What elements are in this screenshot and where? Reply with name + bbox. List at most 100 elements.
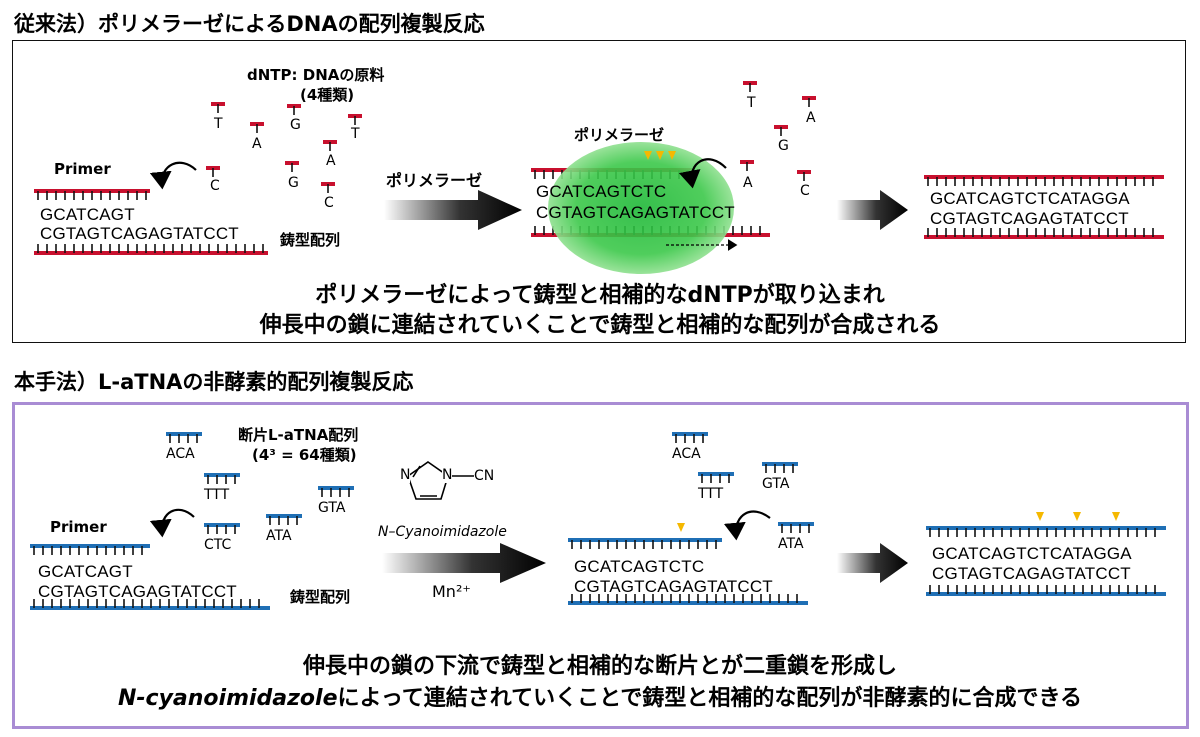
fragment-right-GTA: GTA xyxy=(762,476,790,492)
ligation-markers-bottom xyxy=(677,512,1120,532)
dntp-monomer-2 xyxy=(287,104,301,115)
metal-ion-label: Mn²⁺ xyxy=(432,582,471,601)
dntp-right-A2: A xyxy=(743,175,753,191)
trimer-ACA xyxy=(166,432,202,443)
mid-template-strand-bottom xyxy=(568,594,808,605)
dntp-monomer-7 xyxy=(321,182,335,193)
final-top-seq-bottom: GCATCAGTCTCATAGGA xyxy=(932,544,1132,563)
caption-line2-rest: によって連結されていくことで鋳型と相補的な配列が非酵素的に合成できる xyxy=(337,686,1082,711)
dntp-monomer-right-2 xyxy=(774,125,788,136)
template-seq-top: CGTAGTCAGAGTATCCT xyxy=(40,224,239,243)
dntp-monomer-3 xyxy=(348,114,362,125)
fragment-right-TTT: TTT xyxy=(698,486,724,502)
curved-arrow-bottom-left xyxy=(149,508,195,538)
caption-reagent-name: N-cyanoimidazole xyxy=(117,686,338,711)
primer-seq-bottom: GCATCAGT xyxy=(38,562,133,581)
curved-arrow-top-mid xyxy=(678,158,727,189)
template-seq-bottom: CGTAGTCAGAGTATCCT xyxy=(38,582,237,601)
dntp-monomer-right-0 xyxy=(743,81,757,92)
trimer-ATA xyxy=(266,514,302,525)
dntp-label-line2: (4種類) xyxy=(300,86,355,104)
primer-strand-top xyxy=(34,189,150,200)
dntp-monomer-5 xyxy=(206,166,220,177)
curved-arrow-bottom-mid xyxy=(723,510,771,541)
top-caption-line2: 伸長中の鎖に連結されていくことで鋳型と相補的な配列が合成される xyxy=(259,313,941,338)
trimer-GTA xyxy=(318,486,354,497)
trimer-CTC xyxy=(204,523,240,534)
cyanoimidazole-structure xyxy=(407,461,474,500)
primer-seq-top: GCATCAGT xyxy=(40,205,135,224)
dntp-monomer-1 xyxy=(250,122,264,133)
curved-arrow-top-left xyxy=(149,161,197,190)
trimer-right-GTA xyxy=(762,462,798,473)
dntp-right-C: C xyxy=(800,183,810,199)
final-top-seq-top: GCATCAGTCTCATAGGA xyxy=(930,189,1130,208)
fragment-CTC: CTC xyxy=(204,537,232,553)
top-caption-line1: ポリメラーゼによって鋳型と相補的なdNTPが取り込まれ xyxy=(315,283,885,308)
dntp-right-A1: A xyxy=(806,110,816,126)
fragment-label-line2: (4³ = 64種類) xyxy=(252,446,357,464)
dntp-monomer-right-1 xyxy=(802,96,816,107)
dntp-right-T: T xyxy=(747,95,756,111)
dntp-monomer-4 xyxy=(323,140,337,151)
fragment-ACA: ACA xyxy=(166,446,195,462)
mid-template-seq-bottom: CGTAGTCAGAGTATCCT xyxy=(574,577,773,596)
template-label-top: 鋳型配列 xyxy=(280,231,341,249)
bottom-caption-line2: N-cyanoimidazoleによって連結されていくことで鋳型と相補的な配列が… xyxy=(0,680,1200,712)
cyano-group-label: CN xyxy=(474,468,495,484)
primer-label-bottom: Primer xyxy=(50,518,107,536)
dntp-G-1: G xyxy=(290,117,301,133)
template-label-bottom: 鋳型配列 xyxy=(290,588,351,606)
arrow-label-polymerase: ポリメラーゼ xyxy=(386,171,483,190)
reagent-name-label: N–Cyanoimidazole xyxy=(378,524,507,540)
new-method-panel xyxy=(12,402,1189,729)
dntp-A-2: A xyxy=(326,153,336,169)
dntp-C-1: C xyxy=(210,178,220,194)
dntp-monomer-right-3 xyxy=(740,160,754,171)
primer-label-top: Primer xyxy=(54,160,111,178)
dntp-A-1: A xyxy=(252,136,262,152)
dntp-monomer-0 xyxy=(211,102,225,113)
mid-primer-strand-bottom xyxy=(568,538,722,549)
ligation-markers-top xyxy=(644,151,676,160)
mid-primer-seq-bottom: GCATCAGTCTC xyxy=(574,557,705,576)
final-bottom-seq-bottom: CGTAGTCAGAGTATCCT xyxy=(932,564,1131,583)
imidazole-n2-label: N xyxy=(442,467,453,483)
fragment-right-ACA: ACA xyxy=(672,446,701,462)
trimer-TTT xyxy=(204,473,240,484)
reaction-arrow-top-1 xyxy=(384,190,522,230)
template-strand-top xyxy=(34,244,268,255)
final-top-strand-bottom xyxy=(926,526,1166,537)
reaction-arrow-bottom-2 xyxy=(837,543,908,583)
polymerase-label: ポリメラーゼ xyxy=(574,126,665,144)
dntp-right-G: G xyxy=(778,138,789,154)
reaction-arrow-bottom-1 xyxy=(382,543,546,583)
mid-template-seq-top: CGTAGTCAGAGTATCCT xyxy=(536,203,735,222)
fragment-GTA: GTA xyxy=(318,500,346,516)
dntp-label-line1: dNTP: DNAの原料 xyxy=(247,66,385,84)
bottom-caption-line1: 伸長中の鎖の下流で鋳型と相補的な断片とが二重鎖を形成し xyxy=(302,654,897,679)
primer-strand-bottom xyxy=(30,544,150,555)
final-top-strand-top xyxy=(924,175,1164,186)
imidazole-n1-label: N xyxy=(400,467,411,483)
conventional-method-panel xyxy=(12,40,1186,343)
final-bottom-seq-top: CGTAGTCAGAGTATCCT xyxy=(930,209,1129,228)
bottom-section-heading: 本手法）L-aTNAの非酵素的配列複製反応 xyxy=(14,366,413,396)
reaction-arrow-top-2 xyxy=(837,190,908,230)
final-bottom-strand-bottom xyxy=(926,585,1166,596)
template-strand-bottom xyxy=(30,599,270,610)
fragment-TTT: TTT xyxy=(204,487,230,503)
dntp-G-2: G xyxy=(288,175,299,191)
fragment-label-line1: 断片L-aTNA配列 xyxy=(238,426,359,444)
dntp-T-1: T xyxy=(214,116,223,132)
dntp-T-2: T xyxy=(351,126,360,142)
final-bottom-strand-top xyxy=(924,228,1164,239)
trimer-right-TTT xyxy=(698,472,734,483)
mid-primer-seq-top: GCATCAGTCTC xyxy=(536,182,667,201)
fragment-ATA: ATA xyxy=(266,528,292,544)
dntp-C-2: C xyxy=(324,195,334,211)
dntp-monomer-right-4 xyxy=(797,170,811,181)
fragment-right-ATA: ATA xyxy=(778,536,804,552)
dntp-monomer-6 xyxy=(285,161,299,172)
